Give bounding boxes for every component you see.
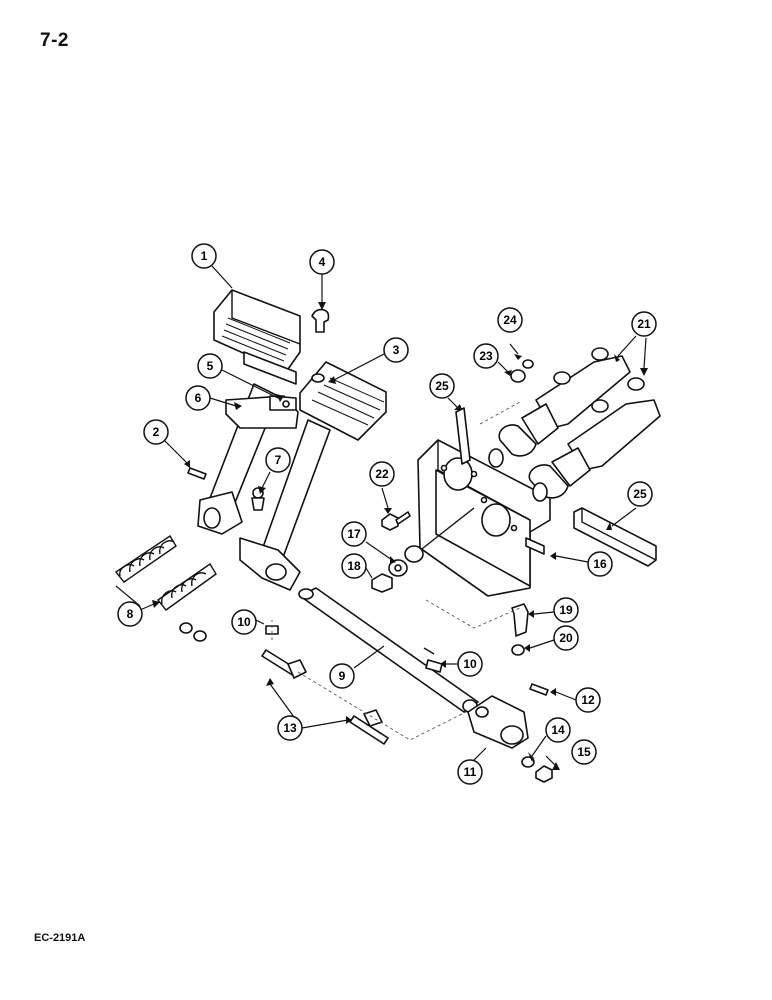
svg-text:18: 18 xyxy=(347,559,361,573)
callout-25-right: 25 xyxy=(627,481,653,507)
assembly-lines xyxy=(271,401,521,741)
right-pedal-pad xyxy=(299,361,387,441)
master-cylinder-upper xyxy=(488,347,631,468)
callout-24: 24 xyxy=(497,307,523,333)
cross-shaft-9 xyxy=(298,587,479,713)
svg-text:5: 5 xyxy=(207,359,214,373)
key-10-left xyxy=(265,625,279,635)
figure-code: EC-2191A xyxy=(34,932,86,944)
callout-11: 11 xyxy=(457,759,483,785)
nut-18 xyxy=(371,573,393,593)
callout-22: 22 xyxy=(369,461,395,487)
callout-6: 6 xyxy=(185,385,211,411)
callout-21: 21 xyxy=(631,311,657,337)
adjuster-bolts-13 xyxy=(261,649,389,745)
svg-text:9: 9 xyxy=(339,669,346,683)
svg-text:17: 17 xyxy=(347,527,361,541)
callout-15: 15 xyxy=(571,739,597,765)
svg-text:23: 23 xyxy=(479,349,493,363)
svg-text:8: 8 xyxy=(127,607,134,621)
svg-text:13: 13 xyxy=(283,721,297,735)
callout-9: 9 xyxy=(329,663,355,689)
callout-18: 18 xyxy=(341,553,367,579)
callout-14: 14 xyxy=(545,717,571,743)
leader-lines xyxy=(115,265,648,770)
svg-text:25: 25 xyxy=(633,487,647,501)
callout-12: 12 xyxy=(575,687,601,713)
svg-text:10: 10 xyxy=(237,615,251,629)
callout-7: 7 xyxy=(265,447,291,473)
washer-24 xyxy=(522,359,534,369)
svg-text:15: 15 xyxy=(577,745,591,759)
pin-12 xyxy=(529,683,549,696)
svg-text:25: 25 xyxy=(435,379,449,393)
callout-19: 19 xyxy=(553,597,579,623)
callout-5: 5 xyxy=(197,353,223,379)
callout-8: 8 xyxy=(117,601,143,627)
svg-text:10: 10 xyxy=(463,657,477,671)
key-10-right xyxy=(425,659,443,673)
svg-text:7: 7 xyxy=(275,453,282,467)
shim-25-right xyxy=(573,507,657,567)
svg-text:1: 1 xyxy=(201,249,208,263)
bolt-22 xyxy=(381,511,411,531)
callout-17: 17 xyxy=(341,521,367,547)
callout-3: 3 xyxy=(383,337,409,363)
bolt-19 xyxy=(511,603,529,637)
callout-4: 4 xyxy=(309,249,335,275)
washers-left xyxy=(179,622,207,642)
nut-15 xyxy=(535,765,553,783)
svg-text:20: 20 xyxy=(559,631,573,645)
callout-23: 23 xyxy=(473,343,499,369)
washer-20 xyxy=(511,644,525,656)
callout-25-upper: 25 xyxy=(429,373,455,399)
svg-text:14: 14 xyxy=(551,723,565,737)
left-pedal-pad xyxy=(213,289,301,385)
bolt-4 xyxy=(311,308,330,333)
callout-1: 1 xyxy=(191,243,217,269)
master-cylinder-lower xyxy=(528,377,661,502)
svg-text:4: 4 xyxy=(319,255,326,269)
pushrod xyxy=(404,507,475,563)
svg-text:16: 16 xyxy=(593,557,607,571)
pin-2 xyxy=(187,467,207,480)
svg-text:3: 3 xyxy=(393,343,400,357)
callout-20: 20 xyxy=(553,625,579,651)
bracket-16 xyxy=(417,439,551,597)
svg-text:24: 24 xyxy=(503,313,517,327)
svg-text:6: 6 xyxy=(195,391,202,405)
washer-23 xyxy=(510,369,526,383)
callout-10-left: 10 xyxy=(231,609,257,635)
svg-text:22: 22 xyxy=(375,467,389,481)
lever-11 xyxy=(467,695,529,749)
svg-text:11: 11 xyxy=(464,765,477,779)
svg-text:12: 12 xyxy=(581,693,595,707)
callout-13: 13 xyxy=(277,715,303,741)
washer-17 xyxy=(388,559,408,577)
svg-text:19: 19 xyxy=(559,603,573,617)
page-number: 7-2 xyxy=(40,30,69,51)
callout-2: 2 xyxy=(143,419,169,445)
pedal-link-plate xyxy=(225,395,299,429)
callout-10-right: 10 xyxy=(457,651,483,677)
callout-16: 16 xyxy=(587,551,613,577)
svg-text:21: 21 xyxy=(637,317,651,331)
springs-8 xyxy=(114,535,217,611)
svg-text:2: 2 xyxy=(153,425,160,439)
